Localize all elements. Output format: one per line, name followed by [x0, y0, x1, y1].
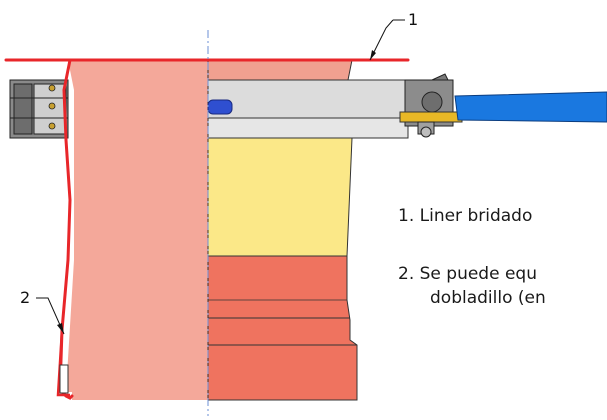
hem-detail	[59, 364, 69, 394]
legend-item-2-line-1: 2. Se puede equ	[398, 264, 537, 284]
callout-label-2: 2	[20, 288, 31, 307]
legend-item-2-line-2: dobladillo (en	[430, 288, 546, 308]
horizontal-clamp-bar	[207, 79, 409, 139]
orange-base	[207, 255, 358, 401]
clamp-handle-mechanism	[399, 73, 463, 138]
top-flange-right	[207, 59, 353, 81]
leader-line-1	[369, 19, 394, 61]
callout-label-1: 1	[408, 10, 419, 29]
legend-item-1: 1. Liner bridado	[398, 206, 533, 226]
yellow-core	[207, 137, 353, 257]
left-clamp	[9, 79, 69, 139]
flanged-liner	[4, 58, 410, 400]
leader-line-2	[36, 297, 65, 335]
blue-handle	[454, 91, 607, 123]
left-half-section	[66, 60, 208, 400]
